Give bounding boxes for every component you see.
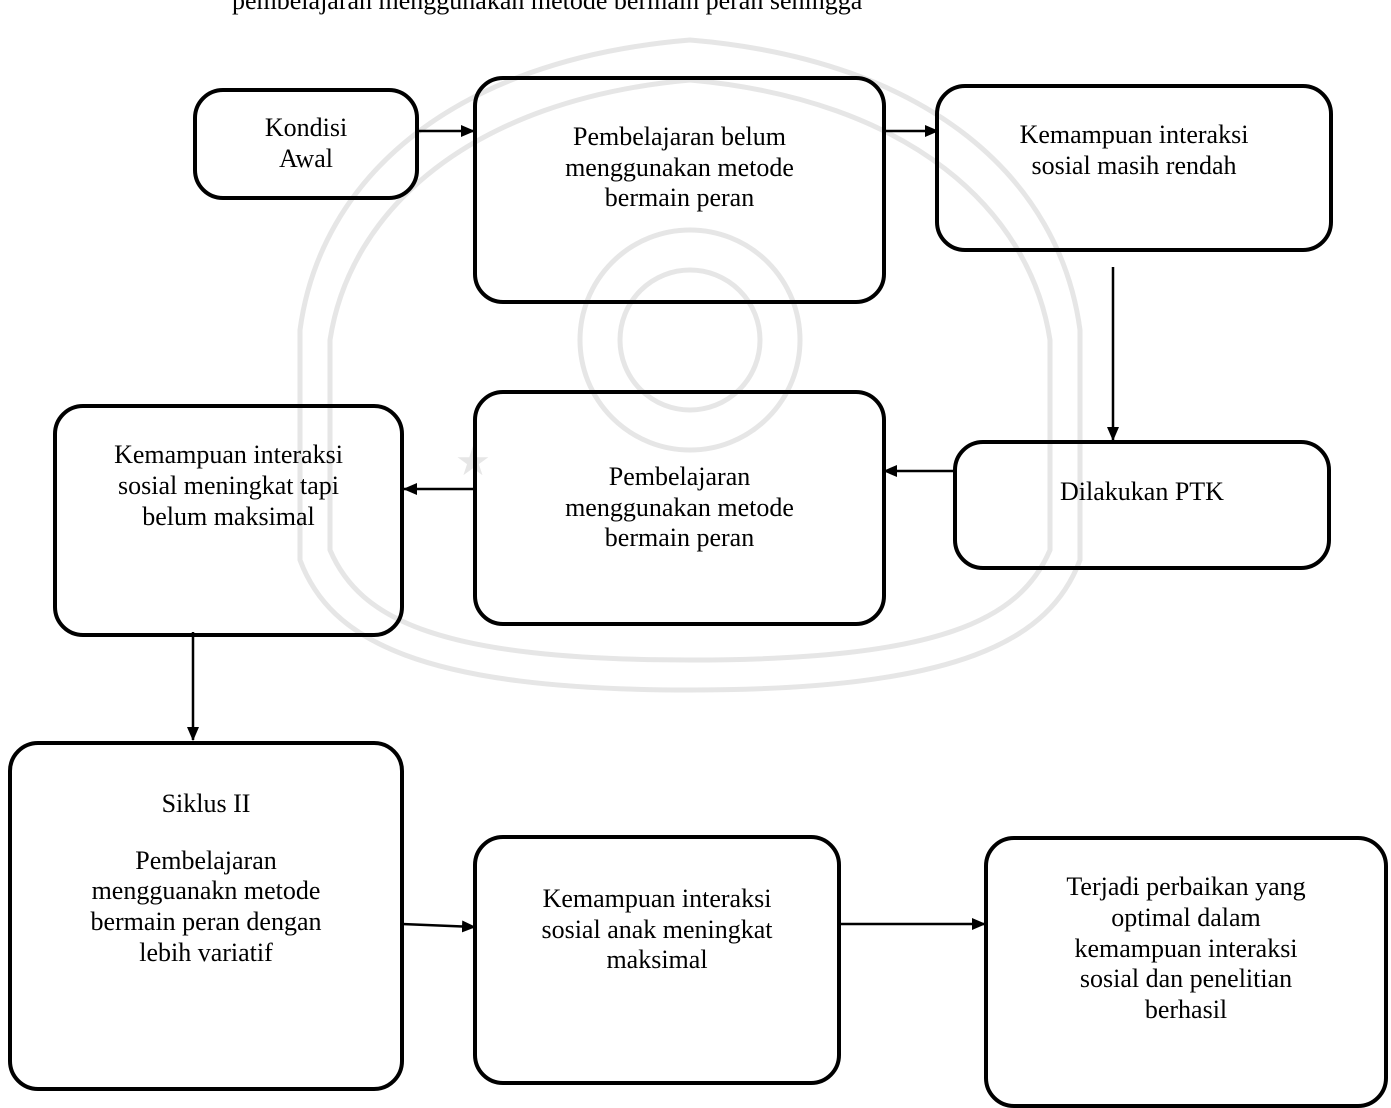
arrow-siklus-to-maksimal bbox=[401, 920, 476, 933]
box-pembelajaran-metode: Pembelajaran menggunakan metode bermain … bbox=[473, 390, 886, 626]
page-text-fragment: pembelajaran menggunakan metode bermain … bbox=[232, 0, 863, 15]
siklus-title: Siklus II bbox=[161, 789, 251, 818]
box-line: sosial dan penelitian bbox=[1079, 964, 1293, 994]
box-line: berhasil bbox=[1144, 995, 1228, 1024]
box-line: maksimal bbox=[606, 945, 708, 975]
box-siklus-ii: Siklus II Pembelajaran mengguanakn metod… bbox=[8, 741, 404, 1091]
box-dilakukan-ptk: Dilakukan PTK bbox=[953, 440, 1331, 570]
box-kondisi-awal: Kondisi Awal bbox=[193, 88, 419, 200]
box-line: belum maksimal bbox=[142, 501, 315, 531]
box-line: Kemampuan interaksi bbox=[1019, 120, 1249, 150]
box-line: sosial meningkat tapi bbox=[118, 471, 339, 501]
box-line: mengguanakn metode bbox=[91, 876, 321, 906]
box-line: optimal dalam bbox=[1111, 902, 1261, 932]
box-line: kemampuan interaksi bbox=[1074, 933, 1298, 963]
box-line: bermain peran bbox=[604, 523, 755, 553]
box-line: Kondisi bbox=[264, 113, 348, 143]
box-line: sosial masih rendah bbox=[1031, 151, 1237, 180]
box-line: sosial anak meningkat bbox=[541, 914, 773, 944]
box-line: bermain peran dengan bbox=[90, 907, 322, 937]
box-line: lebih variatif bbox=[139, 937, 273, 967]
box-line: Pembelajaran bbox=[135, 845, 277, 875]
box-line: Pembelajaran bbox=[608, 461, 751, 491]
box-kemampuan-maksimal: Kemampuan interaksi sosial anak meningka… bbox=[473, 835, 841, 1085]
box-kemampuan-meningkat-belum: Kemampuan interaksi sosial meningkat tap… bbox=[53, 404, 404, 637]
box-line: Pembelajaran belum bbox=[573, 121, 786, 151]
box-line: Kemampuan interaksi bbox=[542, 883, 772, 913]
box-line: bermain peran bbox=[604, 183, 755, 213]
box-terjadi-perbaikan: Terjadi perbaikan yang optimal dalam kem… bbox=[984, 836, 1388, 1108]
box-line: Dilakukan PTK bbox=[1060, 476, 1224, 506]
box-kemampuan-rendah: Kemampuan interaksi sosial masih rendah bbox=[935, 84, 1333, 252]
box-line: Kemampuan interaksi bbox=[114, 440, 343, 470]
box-pembelajaran-belum-metode: Pembelajaran belum menggunakan metode be… bbox=[473, 76, 886, 304]
svg-text:★: ★ bbox=[455, 439, 491, 484]
box-line: Terjadi perbaikan yang bbox=[1066, 872, 1306, 902]
box-line: menggunakan metode bbox=[565, 152, 794, 182]
box-line: menggunakan metode bbox=[565, 492, 794, 522]
box-line: Awal bbox=[279, 144, 333, 173]
